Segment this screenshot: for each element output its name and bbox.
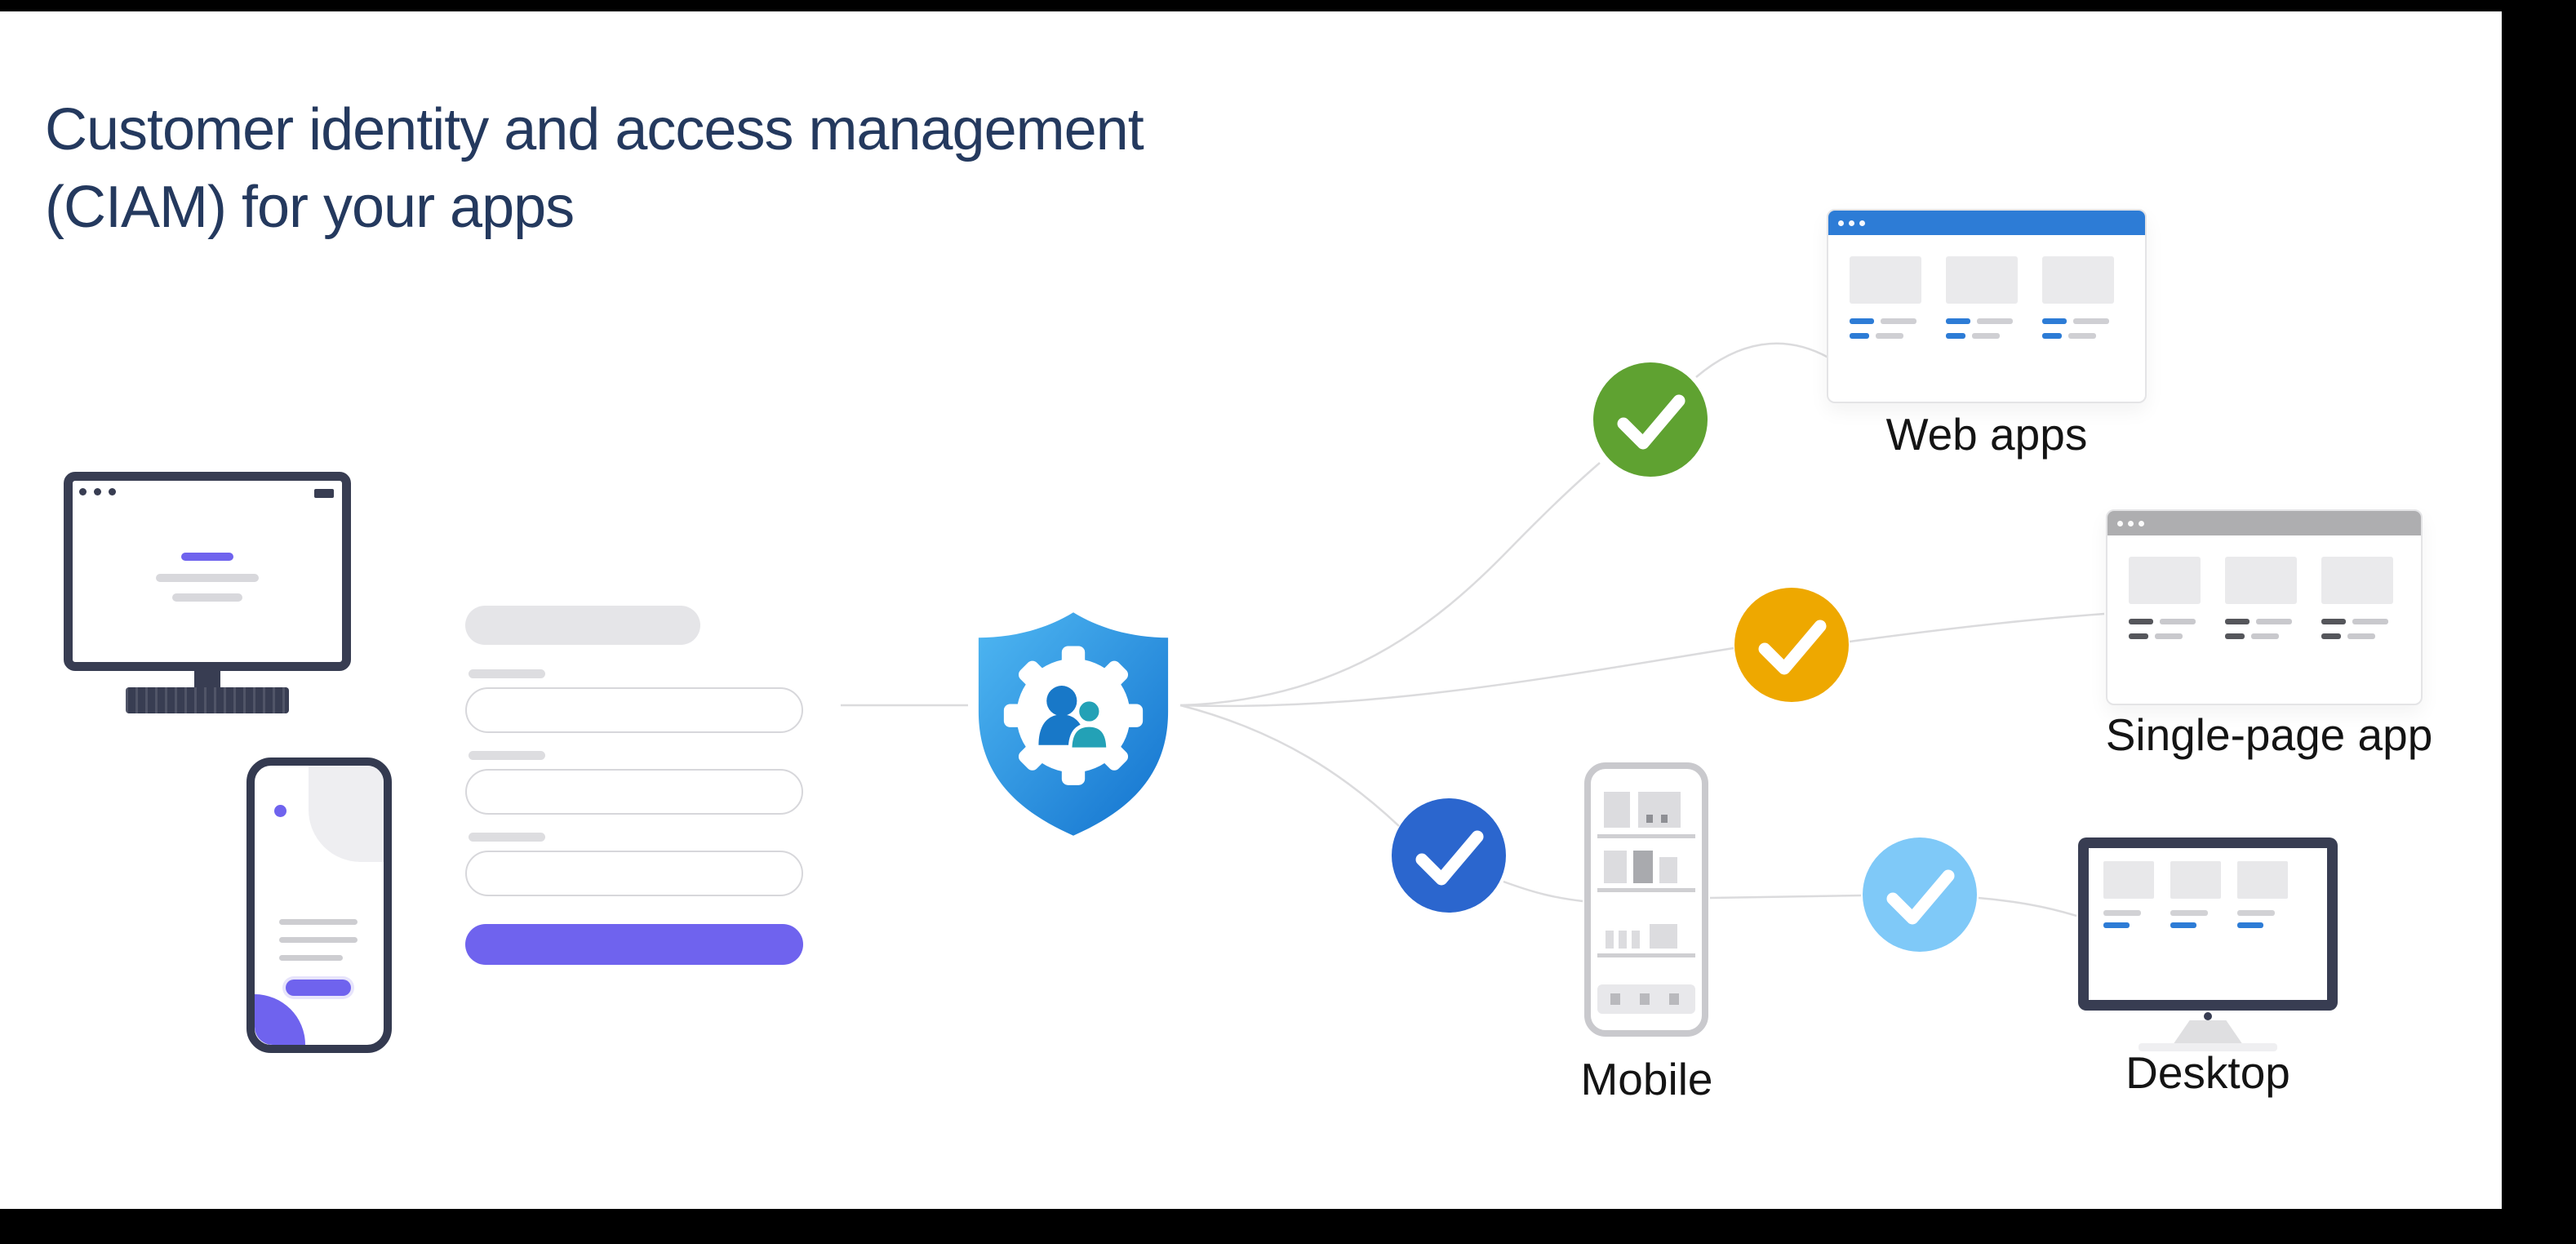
menu-item-icon xyxy=(1640,993,1650,1005)
phone-accent-corner xyxy=(255,994,305,1045)
web-apps-illustration xyxy=(1827,209,2147,403)
content-column xyxy=(1946,256,2018,348)
image-placeholder xyxy=(2237,861,2288,899)
image-placeholder xyxy=(1946,256,2018,304)
content-column xyxy=(2237,861,2288,935)
gear-icon xyxy=(1003,646,1144,785)
shelf-line xyxy=(1597,953,1695,957)
phone-hero-panel xyxy=(309,766,384,862)
customer-phone-illustration xyxy=(246,758,392,1053)
shelf-item xyxy=(1604,792,1630,828)
window-dot-icon xyxy=(1849,220,1854,226)
form-field-label-placeholder xyxy=(469,669,545,678)
shelf-item xyxy=(1659,857,1677,883)
phone-text-line xyxy=(279,937,358,943)
content-column xyxy=(1850,256,1921,348)
shelf-line xyxy=(1597,888,1695,892)
shelf-item xyxy=(1650,924,1677,949)
phone-accent-dot xyxy=(274,805,286,817)
window-dot-icon xyxy=(2139,520,2144,526)
check-icon-web-apps xyxy=(1593,362,1708,477)
shield-gear-users-icon xyxy=(978,612,1169,836)
menu-item-icon xyxy=(1669,993,1679,1005)
shelf-item xyxy=(1604,851,1627,883)
image-placeholder xyxy=(2042,256,2114,304)
image-placeholder xyxy=(2321,557,2393,604)
monitor-neck xyxy=(194,668,220,689)
form-submit-button-placeholder xyxy=(465,924,803,965)
browser-title-bar xyxy=(2107,511,2421,535)
single-page-app-illustration xyxy=(2106,509,2423,705)
check-icon-desktop xyxy=(1863,837,1977,952)
image-placeholder xyxy=(2225,557,2297,604)
image-placeholder xyxy=(2103,861,2154,899)
phone-text-line xyxy=(279,919,358,925)
phone-text-line xyxy=(279,955,343,961)
check-icon-mobile xyxy=(1392,798,1506,913)
window-dot-icon xyxy=(1859,220,1865,226)
label-web-apps: Web apps xyxy=(1885,409,2088,460)
browser-content xyxy=(1828,235,2145,348)
content-column xyxy=(2129,557,2201,648)
shelf-item xyxy=(1633,851,1653,883)
form-input-placeholder xyxy=(465,769,803,815)
users-icon xyxy=(1038,686,1110,752)
content-column xyxy=(2042,256,2114,348)
title-line-2: (CIAM) for your apps xyxy=(45,175,575,241)
form-header-placeholder xyxy=(465,606,700,645)
customer-desktop-illustration xyxy=(64,472,351,671)
image-placeholder xyxy=(2170,861,2221,899)
browser-content xyxy=(2107,535,2421,648)
phone-bottom-menu xyxy=(1597,984,1695,1014)
desktop-app-illustration xyxy=(2078,837,2338,1011)
signup-form-illustration xyxy=(465,606,803,968)
identity-shield-icon xyxy=(968,606,1179,842)
screen-text-line xyxy=(156,574,259,582)
shelf-item xyxy=(1638,792,1681,828)
bottle-item xyxy=(1606,931,1614,949)
form-field-label-placeholder xyxy=(469,751,545,760)
form-field-label-placeholder xyxy=(469,833,545,842)
menu-item-icon xyxy=(1610,993,1620,1005)
bottle-item xyxy=(1632,931,1640,949)
image-placeholder xyxy=(1850,256,1921,304)
window-menu-chip xyxy=(314,489,334,498)
label-desktop: Desktop xyxy=(2125,1047,2290,1098)
form-input-placeholder xyxy=(465,687,803,733)
monitor-base xyxy=(126,687,289,713)
bottle-item xyxy=(1619,931,1627,949)
check-icon-single-page-app xyxy=(1734,588,1849,702)
window-dot-icon xyxy=(1838,220,1844,226)
label-single-page-app: Single-page app xyxy=(2105,709,2433,760)
window-dots-icon xyxy=(79,488,116,495)
form-input-placeholder xyxy=(465,851,803,896)
phone-signin-button xyxy=(286,980,351,996)
shelf-line xyxy=(1597,834,1695,838)
content-column xyxy=(2170,861,2221,935)
browser-title-bar xyxy=(1828,211,2145,235)
content-column xyxy=(2103,861,2154,935)
label-mobile: Mobile xyxy=(1580,1054,1713,1104)
page-title: Customer identity and access management … xyxy=(45,91,1144,247)
window-dot-icon xyxy=(2117,520,2123,526)
window-dot-icon xyxy=(2128,520,2134,526)
image-placeholder xyxy=(2129,557,2201,604)
monitor-base-pad xyxy=(2139,1043,2277,1051)
mobile-app-illustration xyxy=(1584,762,1708,1037)
screen-accent-line xyxy=(181,553,233,561)
screen-text-line xyxy=(172,593,242,602)
content-column xyxy=(2225,557,2297,648)
monitor-hinge-dot xyxy=(2204,1012,2212,1020)
content-column xyxy=(2321,557,2393,648)
title-line-1: Customer identity and access management xyxy=(45,97,1144,162)
screen-content xyxy=(2089,848,2327,935)
